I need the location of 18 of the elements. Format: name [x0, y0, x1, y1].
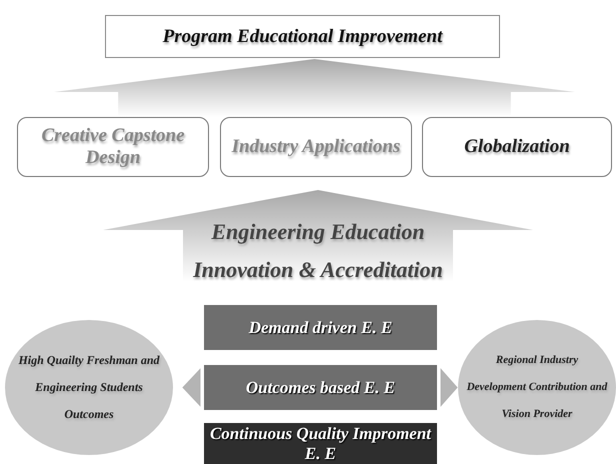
node-label: Regional Industry Development Contribution and Vision Provider [466, 353, 608, 422]
node-label: Demand driven E. E [248, 318, 392, 338]
band-box [204, 305, 437, 350]
node-label: High Quailty Freshman and Engineering Students Outcomes [17, 352, 161, 423]
arrowhead-chevron [440, 368, 458, 407]
node-label: Program Educational Improvement [162, 26, 442, 48]
node-label: Continuous Quality Improment E. E [208, 424, 432, 464]
arrow-label: Engineering Education Innovation & Accreditation [192, 218, 444, 284]
arrowhead-chevron [182, 368, 200, 407]
node-label: Outcomes based E. E [246, 378, 396, 398]
theme-box [17, 117, 209, 177]
node-label: Creative Capstone Design [40, 125, 186, 169]
title-box [105, 15, 500, 58]
theme-box [220, 117, 412, 177]
band-box [204, 365, 437, 410]
node-label: Globalization [464, 136, 570, 158]
theme-box [422, 117, 612, 177]
node-label: Industry Applications [232, 136, 400, 158]
